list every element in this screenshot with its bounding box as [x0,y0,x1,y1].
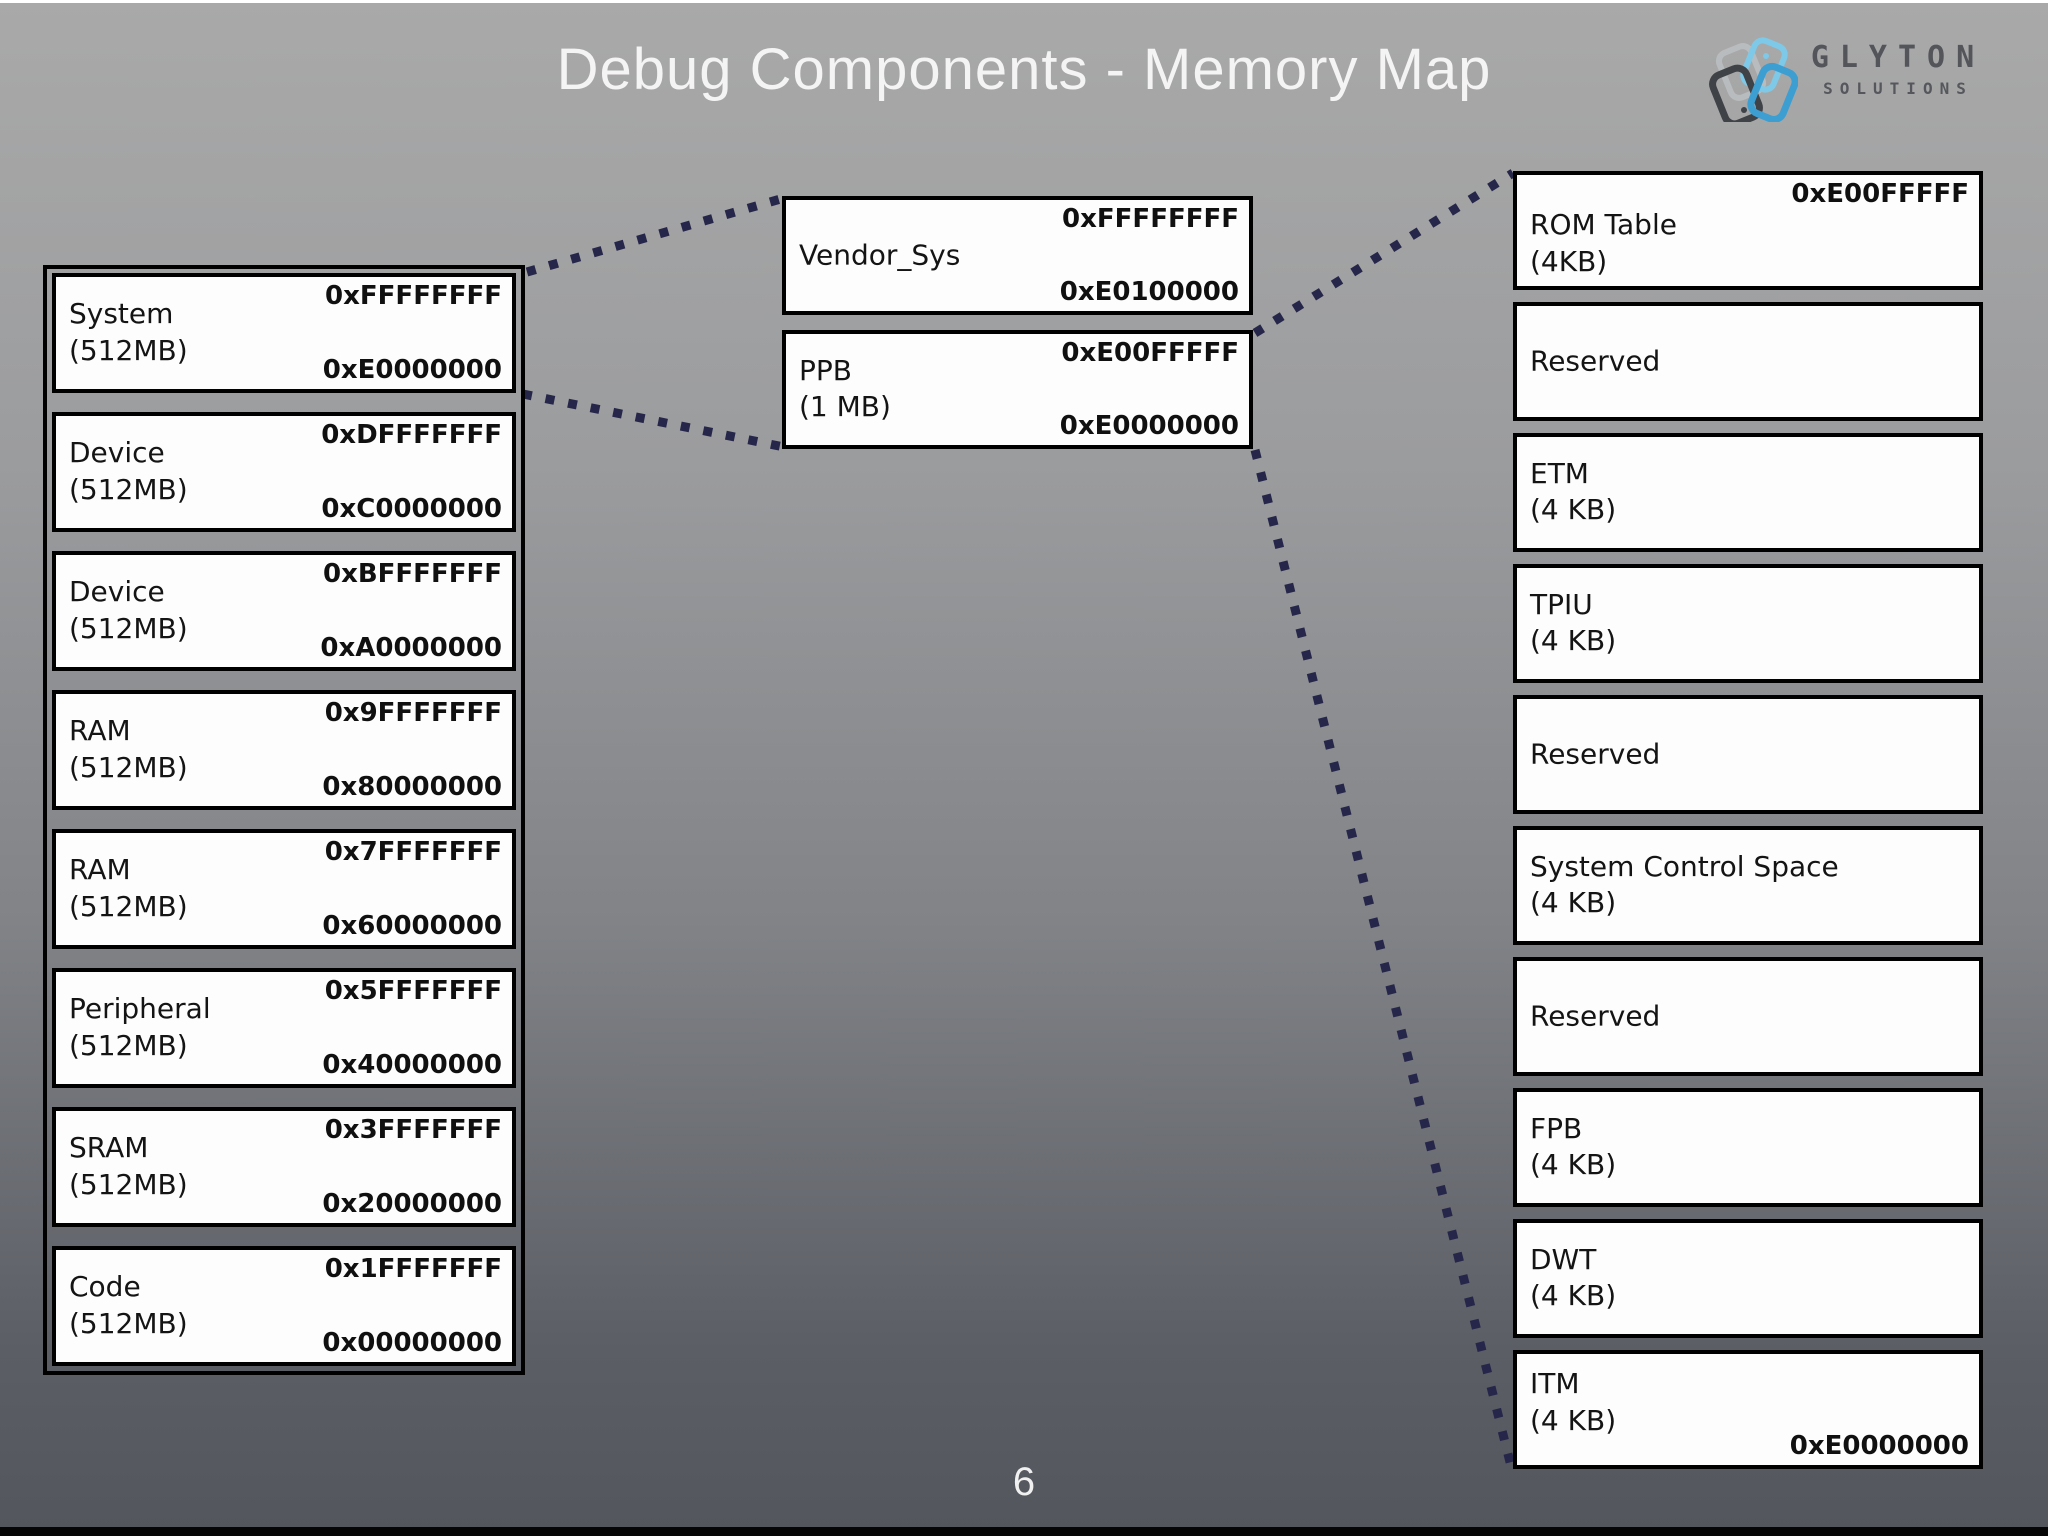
region-addr-bottom: 0x20000000 [322,1189,502,1219]
memory-region-device-2: 0xBFFFFFFF Device (512MB) 0xA0000000 [52,551,516,671]
region-addr-bottom: 0xA0000000 [320,633,502,663]
memory-region-system-control-space: System Control Space (4 KB) [1513,826,1983,945]
region-label: RAM [69,714,131,748]
region-addr-bottom: 0xC0000000 [321,494,502,524]
memory-region-tpiu: TPIU (4 KB) [1513,564,1983,683]
memory-region-device-1: 0xDFFFFFFF Device (512MB) 0xC0000000 [52,412,516,532]
region-size: (512MB) [69,1168,188,1201]
region-size: (512MB) [69,612,188,645]
logo-name: GLYTON [1810,40,1986,75]
region-label: Vendor_Sys [799,238,961,272]
connector-system-to-ppb-bottom [522,389,785,452]
region-size: (4 KB) [1530,1148,1617,1182]
region-addr-bottom: 0xE0000000 [1059,411,1239,441]
region-size: (4KB) [1530,244,1608,278]
region-addr-top: 0xBFFFFFFF [322,559,502,589]
memory-region-ram-2: 0x7FFFFFFF RAM (512MB) 0x60000000 [52,829,516,949]
region-label: ROM Table [1530,208,1677,241]
connector-ppb-to-romtable-top [1252,169,1516,337]
region-size: (512MB) [69,751,188,784]
region-addr-bottom: 0xE0100000 [1059,277,1239,307]
memory-region-code: 0x1FFFFFFF Code (512MB) 0x00000000 [52,1246,516,1366]
connector-ppb-to-itm-bottom [1250,448,1516,1468]
memory-region-ram-1: 0x9FFFFFFF RAM (512MB) 0x80000000 [52,690,516,810]
region-label: TPIU [1530,587,1593,621]
region-label: Device [69,436,165,470]
page-number: 6 [1012,1460,1036,1504]
region-label: Peripheral [69,992,211,1026]
region-label: ETM [1530,456,1589,490]
region-addr-bottom: 0x60000000 [322,911,502,941]
region-size: (512MB) [69,890,188,923]
region-label: Reserved [1530,344,1661,378]
region-size: (1 MB) [799,390,891,424]
region-label: Reserved [1530,999,1661,1033]
memory-region-vendor-sys: 0xFFFFFFFF Vendor_Sys 0xE0100000 [782,196,1253,315]
memory-region-reserved-1: Reserved [1513,302,1983,421]
full-memory-map-frame: 0xFFFFFFFF System (512MB) 0xE0000000 0xD… [43,265,525,1375]
region-label: SRAM [69,1131,149,1165]
region-size: (512MB) [69,1307,188,1340]
logo-phones-icon [1709,37,1798,122]
region-size: (512MB) [69,1029,188,1062]
region-addr-top: 0xDFFFFFFF [321,420,502,450]
slide-title: Debug Components - Memory Map [556,37,1492,102]
memory-region-ppb: 0xE00FFFFF PPB (1 MB) 0xE0000000 [782,330,1253,449]
region-label: System Control Space [1530,849,1839,883]
region-label: PPB [799,353,852,387]
region-addr-top: 0x7FFFFFFF [324,837,502,867]
region-addr-bottom: 0x80000000 [322,772,502,802]
region-addr-top: 0x9FFFFFFF [324,698,502,728]
slide-bottom-bar [0,1527,2048,1536]
region-size: (512MB) [69,334,188,367]
memory-region-reserved-3: Reserved [1513,957,1983,1076]
region-addr-top: 0xFFFFFFFF [325,281,502,311]
region-addr-top: 0x3FFFFFFF [324,1115,502,1145]
region-size: (4 KB) [1530,886,1617,920]
memory-region-system: 0xFFFFFFFF System (512MB) 0xE0000000 [52,273,516,393]
region-label: Device [69,575,165,609]
region-label: FPB [1530,1111,1583,1145]
region-addr-top: 0x1FFFFFFF [324,1254,502,1284]
region-addr-top: 0xE00FFFFF [1061,338,1239,368]
memory-region-sram: 0x3FFFFFFF SRAM (512MB) 0x20000000 [52,1107,516,1227]
memory-region-reserved-2: Reserved [1513,695,1983,814]
memory-region-dwt: DWT (4 KB) [1513,1219,1983,1338]
slide-top-edge [0,0,2048,3]
region-size: (512MB) [69,473,188,506]
memory-region-fpb: FPB (4 KB) [1513,1088,1983,1207]
region-addr-top: 0xFFFFFFFF [1062,204,1239,234]
region-label: RAM [69,853,131,887]
region-size: (4 KB) [1530,1403,1617,1437]
region-addr-bottom: 0x00000000 [322,1328,502,1358]
region-addr-top: 0xE00FFFFF [1791,179,1969,209]
memory-region-peripheral: 0x5FFFFFFF Peripheral (512MB) 0x40000000 [52,968,516,1088]
region-label: Code [69,1270,141,1304]
region-label: System [69,297,174,331]
memory-region-rom-table: 0xE00FFFFF ROM Table (4KB) [1513,171,1983,290]
region-addr-bottom: 0xE0000000 [322,355,502,385]
region-addr-bottom: 0x40000000 [322,1050,502,1080]
region-addr-bottom: 0xE0000000 [1789,1431,1969,1461]
region-label: DWT [1530,1242,1597,1276]
region-addr-top: 0x5FFFFFFF [324,976,502,1006]
region-size: (4 KB) [1530,624,1617,658]
region-label: ITM [1530,1366,1580,1400]
region-size: (4 KB) [1530,1279,1617,1313]
logo: GLYTON SOLUTIONS [1706,24,1996,124]
region-size: (4 KB) [1530,493,1617,527]
logo-text: GLYTON SOLUTIONS [1800,40,1996,98]
logo-subtitle: SOLUTIONS [1823,79,1973,98]
memory-region-etm: ETM (4 KB) [1513,433,1983,552]
memory-region-itm: ITM (4 KB) 0xE0000000 [1513,1350,1983,1469]
region-label: Reserved [1530,737,1661,771]
connector-system-to-vendorsys-top [525,193,786,277]
